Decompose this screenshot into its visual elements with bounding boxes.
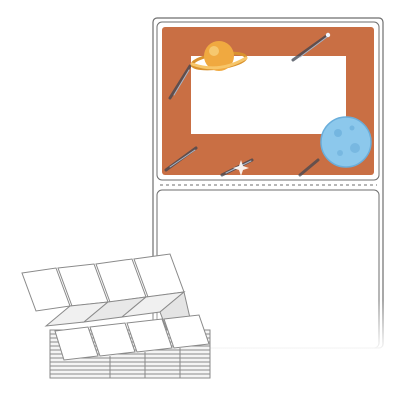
comet-icon (291, 32, 331, 62)
fanfold-label (89, 322, 136, 357)
fanfold-label (163, 314, 210, 349)
moon-icon (320, 116, 372, 168)
planet-saturn-icon (190, 41, 248, 71)
star-sparkle-icon (233, 160, 249, 176)
comet-icon (298, 158, 320, 177)
fanfold-label (126, 318, 173, 353)
fanfold-stack (21, 253, 211, 379)
fanfold-label (54, 326, 99, 361)
comet-icon (168, 64, 192, 100)
comet-icon (164, 146, 198, 172)
